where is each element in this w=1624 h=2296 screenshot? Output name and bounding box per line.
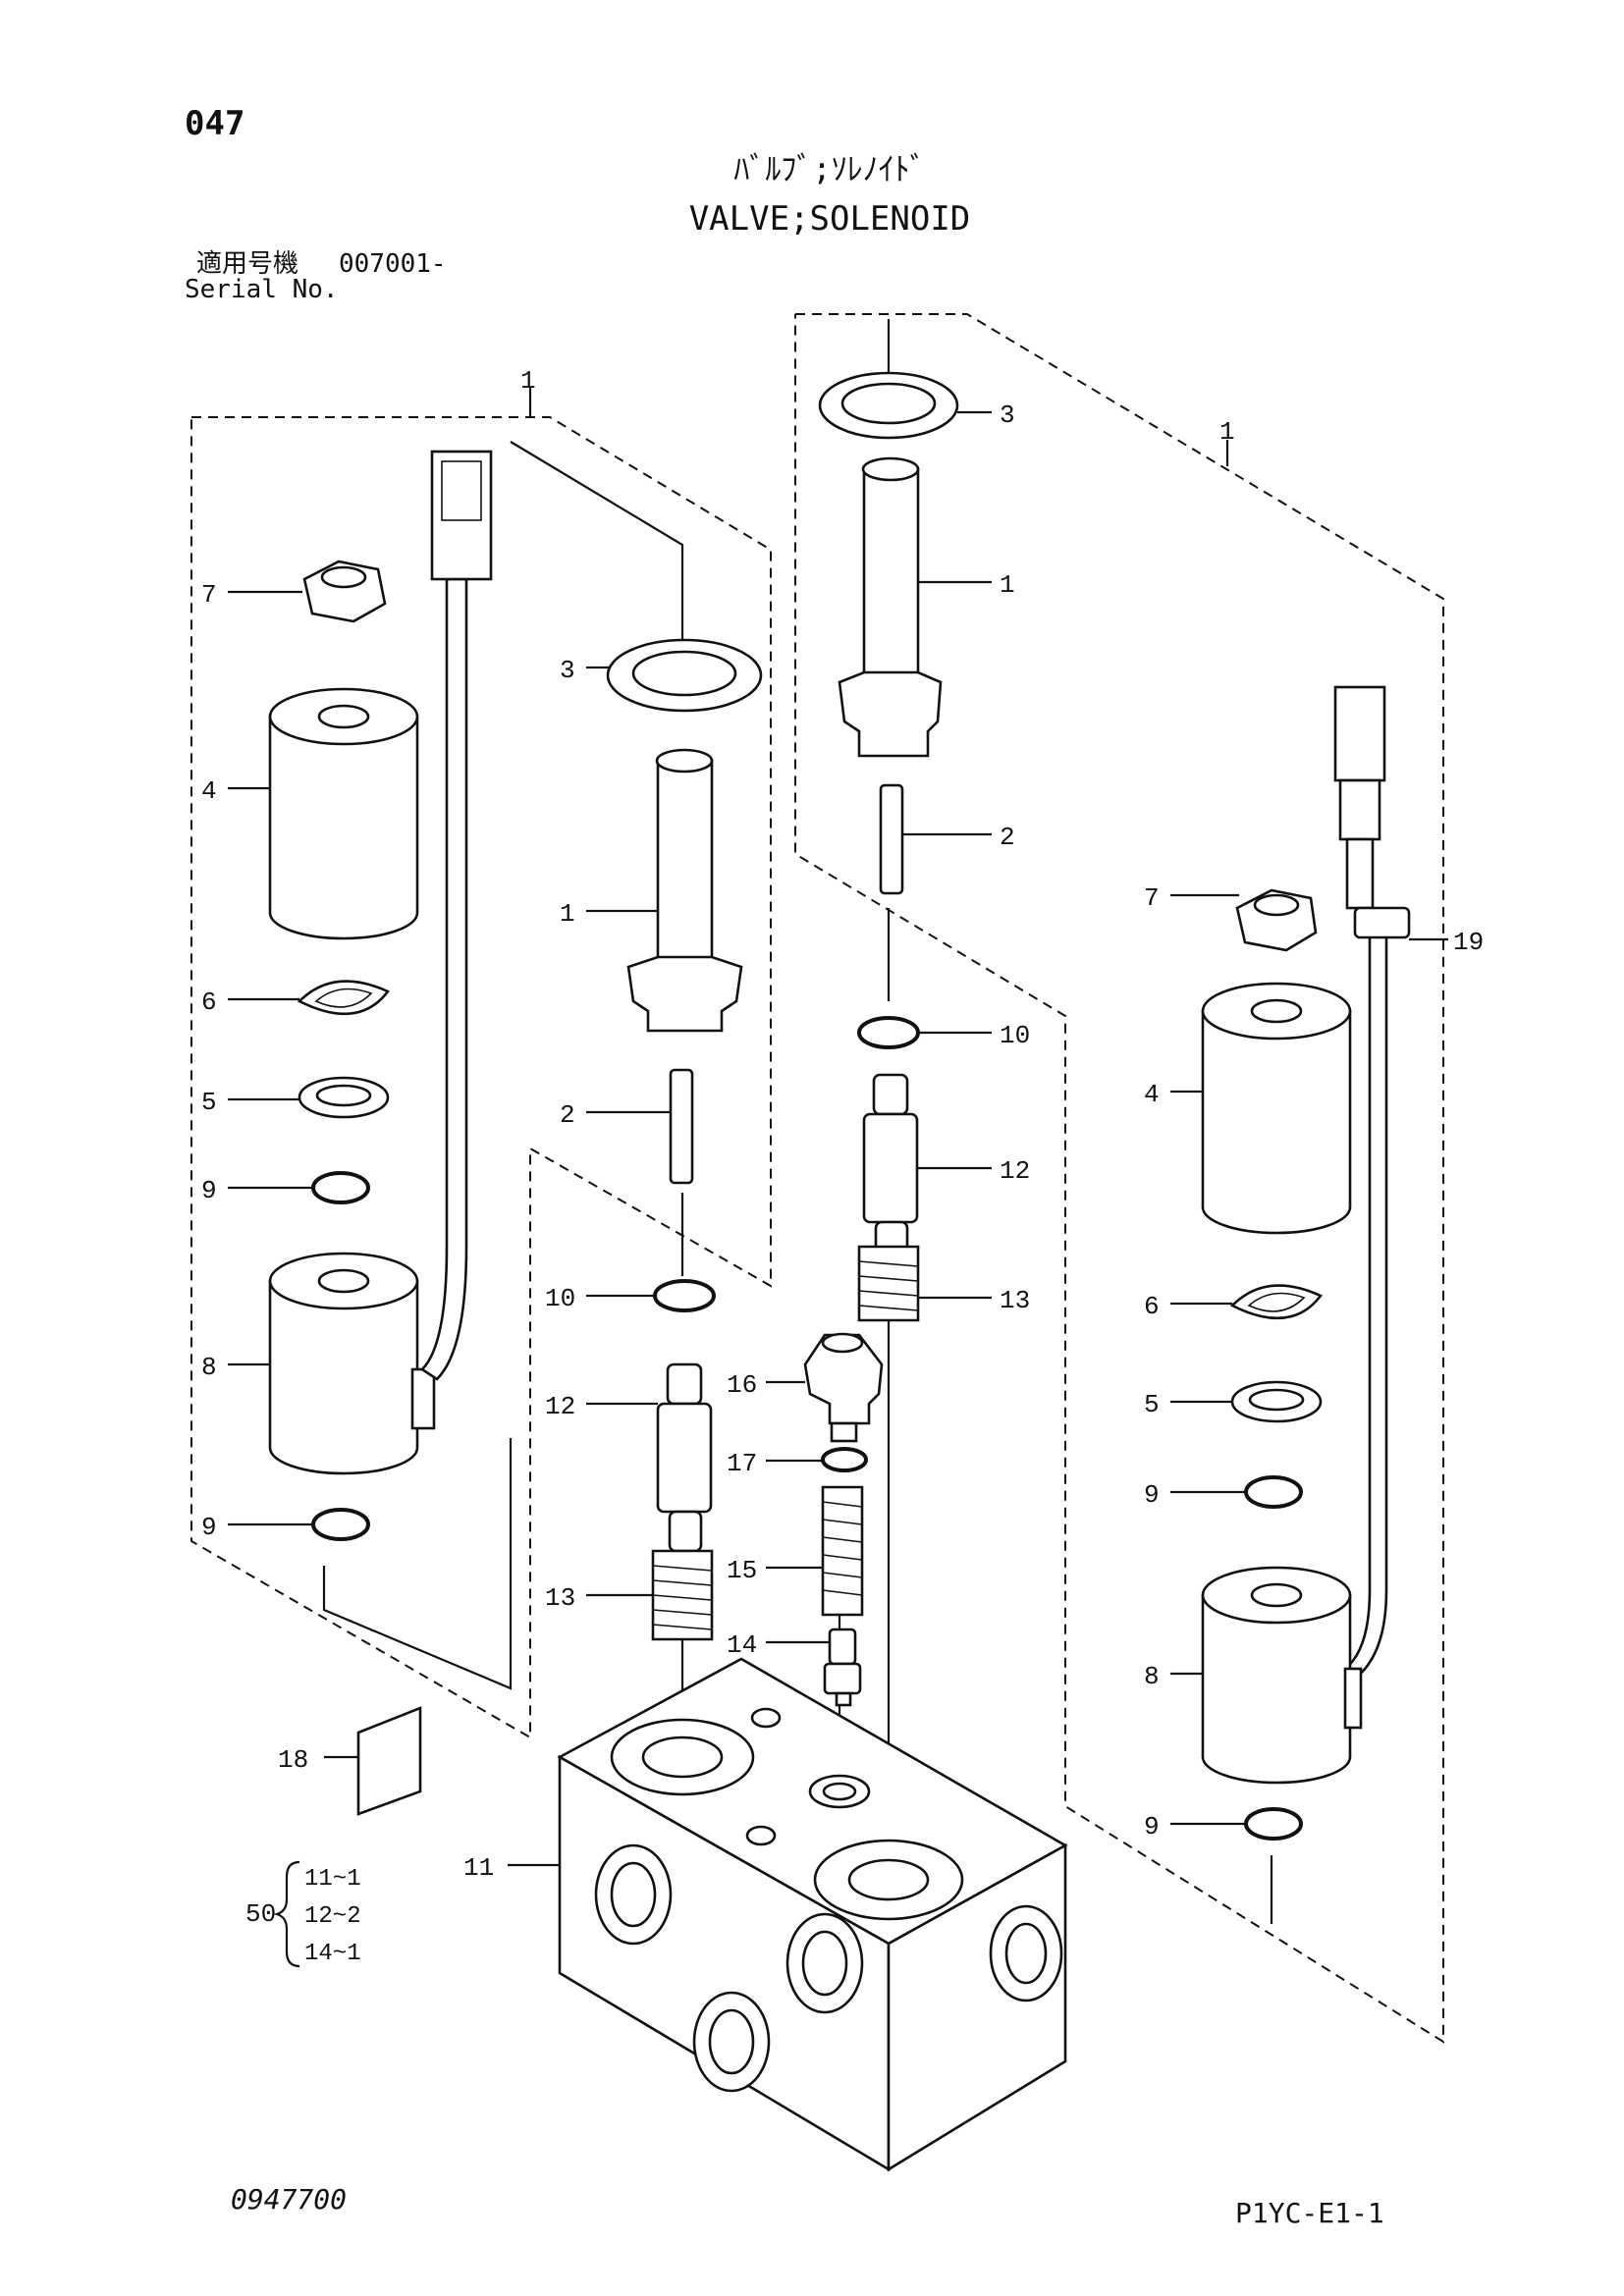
washer-center [606, 638, 763, 713]
hex-nut-right [1235, 888, 1318, 952]
spring-long [821, 1485, 864, 1617]
plate-right [1229, 1284, 1324, 1320]
callout-6-right: 6 [1144, 1292, 1160, 1321]
wire-harness-right [1333, 685, 1411, 1681]
callout-5-right: 5 [1144, 1390, 1160, 1419]
spool-inner [862, 1073, 919, 1263]
callout-group-1-right: 1 [1219, 417, 1235, 447]
callout-5-left: 5 [201, 1088, 217, 1117]
callout-7-left: 7 [201, 580, 217, 610]
washer-inner [818, 371, 959, 440]
callout-18: 18 [278, 1745, 308, 1775]
model-code: P1YC-E1-1 [1235, 2197, 1384, 2229]
callout-1-center: 1 [560, 899, 575, 929]
tube-center [626, 748, 743, 1033]
o-ring-plug [821, 1447, 868, 1472]
pin-center [669, 1068, 694, 1185]
kit-list: 50 11~1 12~2 14~1 [245, 1860, 361, 1968]
callout-13-center: 13 [545, 1583, 575, 1613]
spring-center [651, 1549, 714, 1641]
callout-11: 11 [463, 1853, 494, 1883]
washer-right [1230, 1380, 1323, 1423]
callout-2-center: 2 [560, 1100, 575, 1130]
serial-label-english: Serial No. [185, 275, 339, 304]
callout-4-left: 4 [201, 776, 217, 806]
coil-left [268, 687, 419, 940]
coil-right [1201, 982, 1352, 1235]
plate-left [297, 980, 391, 1016]
callout-group-1-left: 1 [520, 366, 536, 396]
leader-lines [228, 410, 1448, 1867]
serial-label-japanese: 適用号機 [196, 249, 298, 279]
valve-body [557, 1657, 1068, 2172]
title-japanese: ﾊﾞﾙﾌﾞ;ｿﾚﾉｲﾄﾞ [733, 150, 925, 187]
callout-10-inner: 10 [1000, 1021, 1030, 1050]
callout-3-center: 3 [560, 656, 575, 685]
callout-6-left: 6 [201, 988, 217, 1017]
callout-1-inner: 1 [1000, 570, 1015, 600]
spring-inner [857, 1245, 920, 1322]
washer-left [298, 1076, 390, 1119]
tube-inner [838, 456, 943, 758]
callout-7-right: 7 [1144, 883, 1160, 913]
callout-9-left-upper: 9 [201, 1176, 217, 1205]
callout-9-right-upper: 9 [1144, 1480, 1160, 1510]
kit-item-11: 11~1 [304, 1866, 361, 1893]
callout-2-inner: 2 [1000, 823, 1015, 852]
poppet [823, 1628, 862, 1707]
o-ring-left-upper [311, 1171, 370, 1204]
o-ring-inner [857, 1016, 920, 1049]
coil-connector-right [1201, 1566, 1363, 1785]
kit-number: 50 [245, 1899, 276, 1929]
callout-8-left: 8 [201, 1353, 217, 1382]
callout-19: 19 [1453, 928, 1484, 957]
o-ring-center [653, 1279, 716, 1312]
callout-13-inner: 13 [1000, 1286, 1030, 1315]
callout-16: 16 [727, 1370, 757, 1400]
kit-item-14: 14~1 [304, 1941, 361, 1967]
callout-8-right: 8 [1144, 1662, 1160, 1691]
callout-12-inner: 12 [1000, 1156, 1030, 1186]
hex-nut-left [302, 560, 387, 623]
name-plate [356, 1706, 422, 1816]
kit-brace [273, 1860, 300, 1968]
kit-item-12: 12~2 [304, 1903, 361, 1930]
o-ring-right-upper [1244, 1475, 1303, 1509]
callout-15: 15 [727, 1556, 757, 1585]
callout-17: 17 [727, 1449, 757, 1478]
callout-14: 14 [727, 1630, 757, 1660]
wire-harness-left [419, 450, 493, 1381]
o-ring-left-lower [311, 1508, 370, 1541]
drawing-number: 0947700 [231, 2183, 347, 2216]
serial-number-value: 007001- [339, 249, 447, 279]
coil-connector-left [268, 1252, 436, 1475]
pin-inner [879, 783, 904, 895]
callout-4-right: 4 [1144, 1080, 1160, 1109]
callout-9-left-lower: 9 [201, 1513, 217, 1542]
callout-10-center: 10 [545, 1284, 575, 1313]
title-english: VALVE;SOLENOID [689, 199, 971, 239]
callout-3-inner: 3 [1000, 400, 1015, 430]
right-assembly-boundary [794, 313, 1444, 2044]
callout-9-right-lower: 9 [1144, 1812, 1160, 1842]
callout-12-center: 12 [545, 1392, 575, 1421]
o-ring-right-lower [1244, 1807, 1303, 1841]
spool-center [656, 1362, 713, 1553]
plug [803, 1332, 884, 1443]
page-number: 047 [185, 104, 244, 143]
left-assembly-boundary [190, 416, 772, 1739]
